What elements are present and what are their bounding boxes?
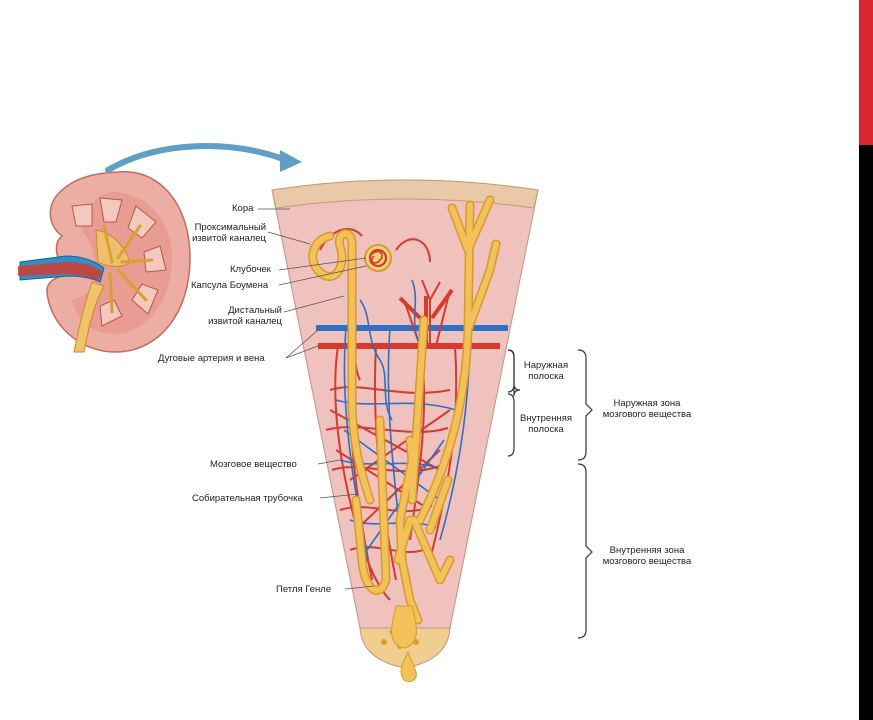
arrow-head-icon [280,150,302,172]
label-proximal-line2: извитой каналец [192,233,266,244]
label-outer-stripe: Наружная полоска [516,360,576,382]
label-inner-stripe: Внутренняя полоска [514,413,578,435]
label-collecting-duct: Собирательная трубочка [192,493,303,504]
label-leader-lines [258,208,375,590]
label-inner-zone-line2: мозгового вещества [602,556,692,567]
urine-drop [400,650,417,683]
slide-accent-red [859,0,873,145]
label-outer-stripe-line2: полоска [528,371,564,382]
zoom-arrow [105,143,289,173]
kidney-cross-section [18,171,191,353]
label-cortex: Кора [232,203,254,214]
label-inner-stripe-line1: Внутренняя [519,413,573,424]
label-outer-stripe-line1: Наружная [523,360,569,371]
bowman-capsule [364,244,392,272]
label-glomerulus: Клубочек [230,264,271,275]
label-medulla: Мозговое вещество [210,459,297,470]
label-outer-medulla-zone: Наружная зона мозгового вещества [592,398,702,420]
label-loop-of-henle: Петля Генле [276,584,332,595]
label-distal-line2: извитой каналец [208,316,282,327]
label-outer-zone-line2: мозгового вещества [602,409,692,420]
label-inner-zone-line1: Внутренняя зона [609,545,685,556]
label-proximal-tubule: Проксимальный извитой каналец [166,222,266,244]
label-inner-stripe-line2: полоска [528,424,564,435]
slide-accent-black [859,145,873,720]
label-bowman-capsule: Капсула Боумена [191,280,269,291]
zone-brackets [507,349,593,639]
label-arcuate-vessels: Дуговые артерия и вена [158,353,265,364]
label-outer-zone-line1: Наружная зона [613,398,681,409]
glomerulus [368,248,388,268]
label-distal-line1: Дистальный [228,305,282,316]
label-distal-tubule: Дистальный извитой каналец [180,305,282,327]
label-inner-medulla-zone: Внутренняя зона мозгового вещества [592,545,702,567]
label-proximal-line1: Проксимальный [194,222,266,233]
